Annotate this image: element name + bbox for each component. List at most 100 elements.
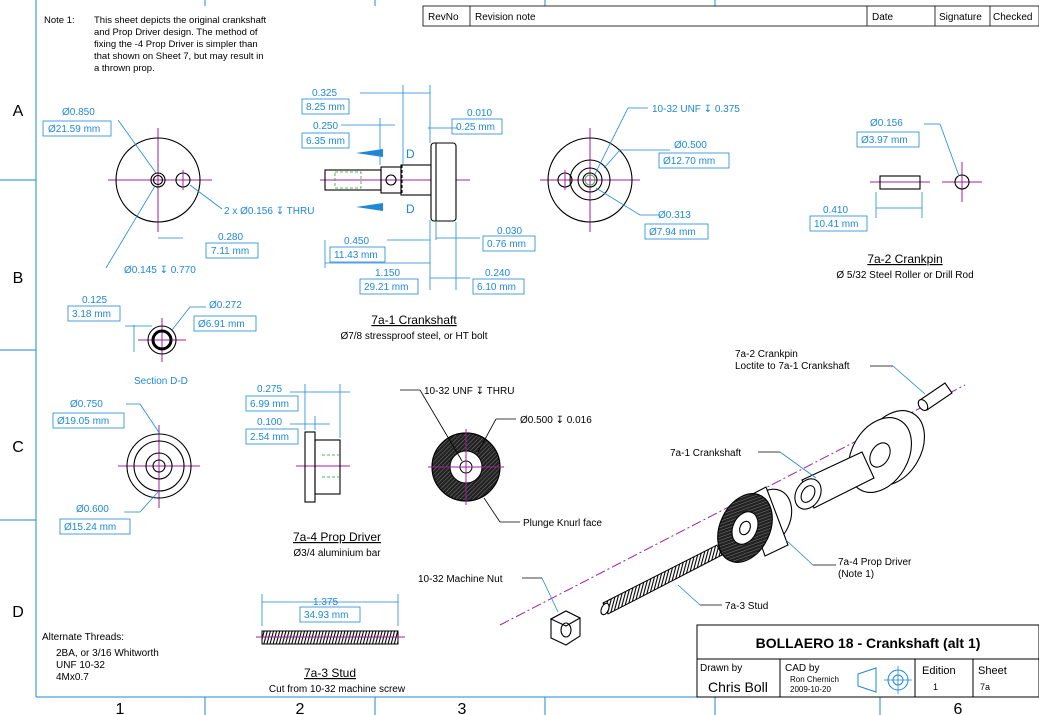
alt-thread-item: 2BA, or 3/16 Whitworth bbox=[56, 648, 159, 659]
dim-0500: Ø0.500 bbox=[674, 140, 707, 151]
stud-view: 1.375 34.93 mm bbox=[256, 594, 405, 645]
col-label-2: 2 bbox=[296, 701, 305, 715]
drawn-by-label: Drawn by bbox=[700, 663, 742, 674]
note-line: that shown on Sheet 7, but may result in bbox=[94, 51, 264, 62]
alternate-threads: Alternate Threads: 2BA, or 3/16 Whitwort… bbox=[42, 632, 159, 683]
stud-title: 7a-3 Stud bbox=[304, 666, 356, 680]
dim-0010: 0.010 bbox=[467, 108, 492, 119]
title-block-title: BOLLAERO 18 - Crankshaft (alt 1) bbox=[756, 635, 981, 651]
isometric-assembly: 7a-2 Crankpin Loctite to 7a-1 Crankshaft… bbox=[418, 349, 966, 646]
dim-0156-mm: Ø3.97 mm bbox=[861, 135, 908, 146]
dim-0750-mm: Ø19.05 mm bbox=[57, 416, 109, 427]
drawn-by-value: Chris Boll bbox=[708, 679, 768, 695]
row-label-b: B bbox=[13, 270, 24, 287]
callout-stud: 7a-3 Stud bbox=[725, 601, 768, 612]
callout-prop-driver-note: (Note 1) bbox=[838, 569, 874, 580]
sheet-value: 7a bbox=[980, 682, 990, 692]
dim-0030: 0.030 bbox=[497, 226, 522, 237]
iso-stud bbox=[600, 544, 723, 616]
projection-symbol-icon bbox=[857, 666, 912, 694]
dim-unf-thru: 10-32 UNF ↧ THRU bbox=[424, 386, 514, 397]
dim-0850: Ø0.850 bbox=[62, 107, 95, 118]
alt-threads-title: Alternate Threads: bbox=[42, 632, 124, 643]
dim-holes: 2 x Ø0.156 ↧ THRU bbox=[224, 206, 314, 217]
dim-0250: 0.250 bbox=[313, 121, 338, 132]
section-marker-top: D bbox=[406, 147, 415, 161]
dim-0500-mm: Ø12.70 mm bbox=[663, 156, 715, 167]
callout-crankpin: 7a-2 Crankpin bbox=[735, 349, 798, 360]
dim-0275-mm: 6.99 mm bbox=[250, 399, 289, 410]
dim-0280: 0.280 bbox=[218, 232, 243, 243]
date-header: Date bbox=[872, 12, 894, 23]
dim-1150: 1.150 bbox=[375, 268, 400, 279]
dim-0145: Ø0.145 ↧ 0.770 bbox=[124, 265, 196, 276]
prop-driver-title: 7a-4 Prop Driver bbox=[293, 530, 381, 544]
iso-nut bbox=[549, 610, 582, 646]
edition-value: 1 bbox=[933, 682, 938, 692]
revision-table: RevNo Revision note Date Signature Check… bbox=[422, 5, 1039, 27]
knurled-face-view: 10-32 UNF ↧ THRU Ø0.500 ↧ 0.016 Plunge K… bbox=[400, 386, 602, 529]
iso-prop-driver bbox=[717, 486, 793, 563]
prop-driver-desc: Ø3/4 aluminium bar bbox=[293, 548, 381, 559]
dim-0100-mm: 2.54 mm bbox=[250, 432, 289, 443]
callout-nut: 10-32 Machine Nut bbox=[418, 574, 503, 585]
note-prefix: Note 1: bbox=[44, 15, 75, 26]
dim-0500-knurl: Ø0.500 ↧ 0.016 bbox=[520, 415, 592, 426]
note-line: This sheet depicts the original cranksha… bbox=[94, 15, 267, 26]
row-label-d: D bbox=[12, 604, 24, 621]
dim-0272-mm: Ø6.91 mm bbox=[198, 319, 245, 330]
crankshaft-end-view: 10-32 UNF ↧ 0.375 Ø0.500 Ø12.70 mm Ø0.31… bbox=[540, 104, 740, 240]
col-label-6: 6 bbox=[954, 701, 963, 715]
dim-0240-mm: 6.10 mm bbox=[477, 282, 516, 293]
column-labels: 1 2 3 6 bbox=[116, 701, 963, 715]
callout-crankpin-loctite: Loctite to 7a-1 Crankshaft bbox=[735, 361, 850, 372]
dim-0250-mm: 6.35 mm bbox=[306, 136, 345, 147]
prop-driver-front-view: Ø0.750 Ø19.05 mm Ø0.600 Ø15.24 mm bbox=[52, 399, 200, 535]
dim-0030-mm: 0.76 mm bbox=[487, 239, 526, 250]
dim-0272: Ø0.272 bbox=[209, 300, 242, 311]
dim-0410: 0.410 bbox=[823, 205, 848, 216]
revision-note-header: Revision note bbox=[475, 12, 536, 23]
iso-crankshaft bbox=[794, 410, 925, 510]
crankshaft-title: 7a-1 Crankshaft bbox=[371, 313, 457, 327]
dim-0100: 0.100 bbox=[257, 417, 282, 428]
crankshaft-desc: Ø7/8 stressproof steel, or HT bolt bbox=[340, 331, 487, 342]
dim-0313-mm: Ø7.94 mm bbox=[649, 227, 696, 238]
cad-by-value: Ron Chernich bbox=[790, 675, 839, 684]
cad-by-label: CAD by bbox=[785, 663, 819, 674]
alt-thread-item: UNF 10-32 bbox=[56, 660, 105, 671]
disc-dimensions: Ø0.850 Ø21.59 mm 2 x Ø0.156 ↧ THRU 0.280… bbox=[42, 107, 314, 276]
dim-1150-mm: 29.21 mm bbox=[364, 282, 408, 293]
sheet-label: Sheet bbox=[978, 665, 1007, 677]
section-label: Section D-D bbox=[134, 376, 188, 387]
dim-0750: Ø0.750 bbox=[70, 399, 103, 410]
dim-0313: Ø0.313 bbox=[658, 210, 691, 221]
dim-unf-0375: 10-32 UNF ↧ 0.375 bbox=[652, 104, 740, 115]
dim-0125-mm: 3.18 mm bbox=[72, 309, 111, 320]
note-line: and Prop Driver design. The method of bbox=[94, 27, 258, 38]
crankpin-views: Ø0.156 Ø3.97 mm 0.410 10.41 mm bbox=[809, 118, 982, 232]
callout-crankshaft: 7a-1 Crankshaft bbox=[670, 448, 741, 459]
dim-0125: 0.125 bbox=[82, 295, 107, 306]
cad-date-value: 2009-10-20 bbox=[790, 685, 831, 694]
note-line: a thrown prop. bbox=[94, 63, 155, 74]
dim-0410-mm: 10.41 mm bbox=[814, 219, 858, 230]
dim-0600: Ø0.600 bbox=[76, 504, 109, 515]
section-dd: 0.125 3.18 mm Ø0.272 Ø6.91 mm Section D-… bbox=[67, 295, 257, 387]
crankpin-title: 7a-2 Crankpin bbox=[867, 252, 942, 266]
col-label-1: 1 bbox=[116, 701, 125, 715]
dim-0240: 0.240 bbox=[485, 268, 510, 279]
row-labels: A B C D bbox=[12, 103, 24, 621]
alt-thread-item: 4Mx0.7 bbox=[56, 672, 89, 683]
dim-0325: 0.325 bbox=[312, 88, 337, 99]
crankshaft-side-view bbox=[320, 142, 470, 222]
dim-1375-mm: 34.93 mm bbox=[304, 610, 348, 621]
title-block: BOLLAERO 18 - Crankshaft (alt 1) Drawn b… bbox=[696, 624, 1039, 698]
row-label-a: A bbox=[13, 103, 24, 120]
section-marker-bottom: D bbox=[406, 202, 415, 216]
signature-header: Signature bbox=[939, 12, 982, 23]
dim-0275: 0.275 bbox=[257, 384, 282, 395]
revno-header: RevNo bbox=[428, 12, 459, 23]
